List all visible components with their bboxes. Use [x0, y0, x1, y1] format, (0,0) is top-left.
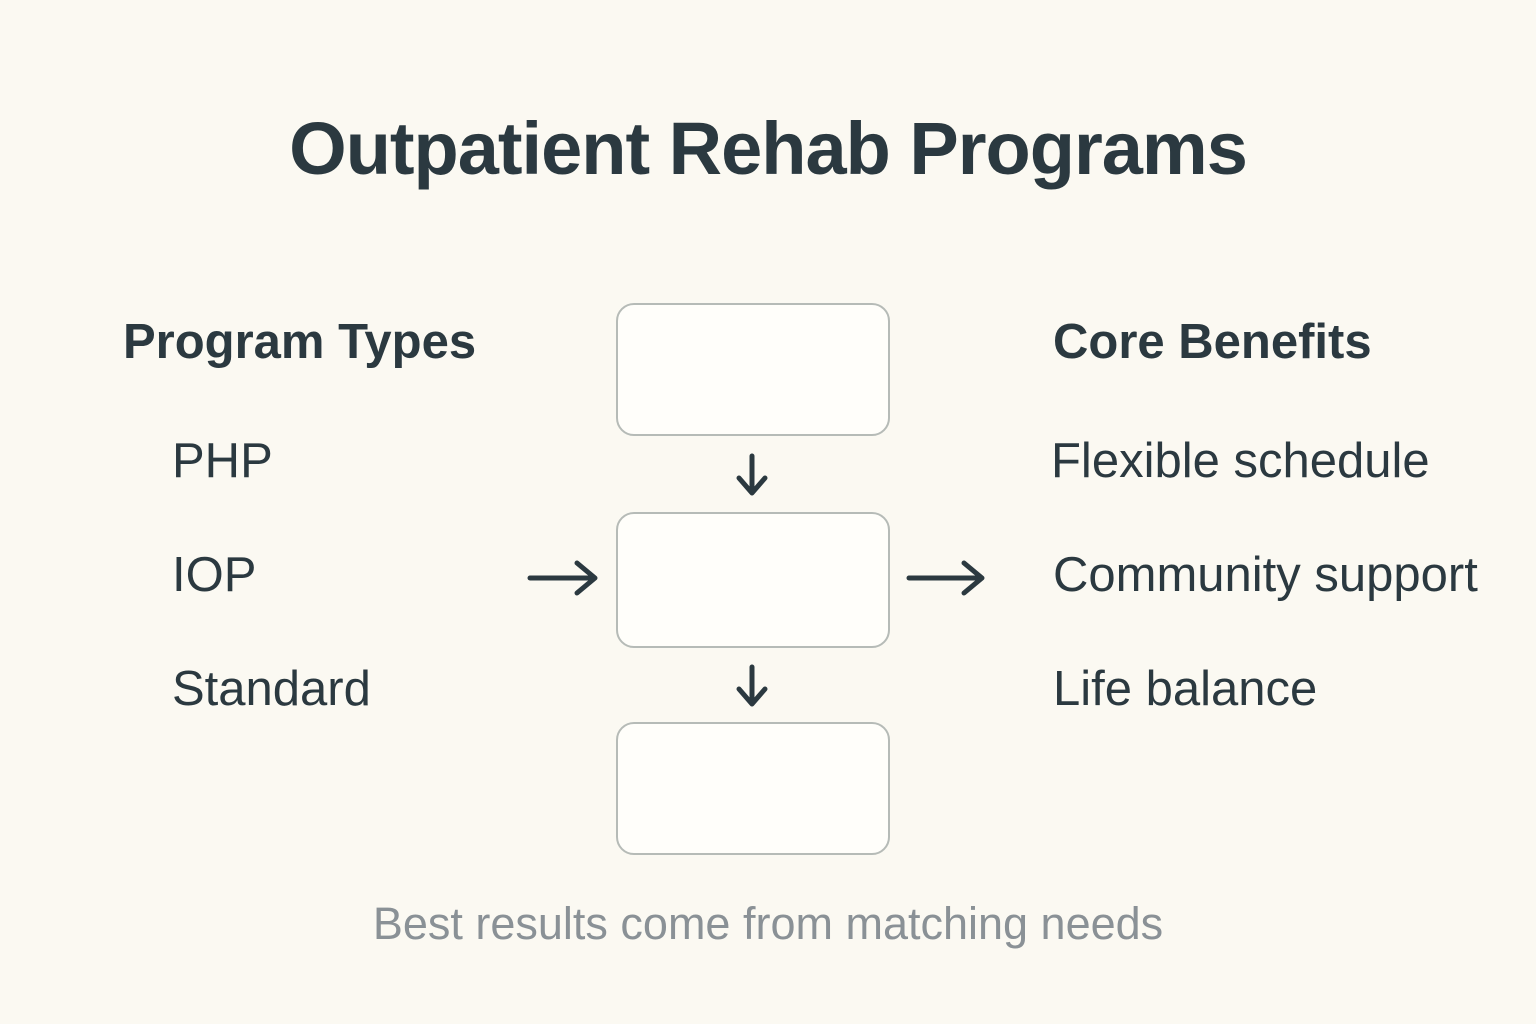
left-column-header: Program Types	[123, 315, 477, 369]
core-benefit-item-life-balance: Life balance	[1053, 662, 1318, 716]
right-arrow-icon	[906, 558, 986, 598]
right-arrow-icon	[527, 558, 599, 598]
program-type-item-iop: IOP	[172, 548, 257, 602]
flow-box-middle	[616, 512, 890, 648]
down-arrow-icon	[732, 664, 772, 708]
flow-box-top	[616, 303, 890, 436]
core-benefit-item-flexible-schedule: Flexible schedule	[1051, 434, 1430, 488]
down-arrow-icon	[732, 453, 772, 497]
core-benefit-item-community-support: Community support	[1053, 548, 1478, 602]
page-title: Outpatient Rehab Programs	[289, 107, 1248, 190]
program-type-item-standard: Standard	[172, 662, 371, 716]
program-type-item-php: PHP	[172, 434, 273, 488]
right-column-header: Core Benefits	[1053, 315, 1372, 369]
footer-caption: Best results come from matching needs	[372, 898, 1164, 949]
flow-box-bottom	[616, 722, 890, 855]
